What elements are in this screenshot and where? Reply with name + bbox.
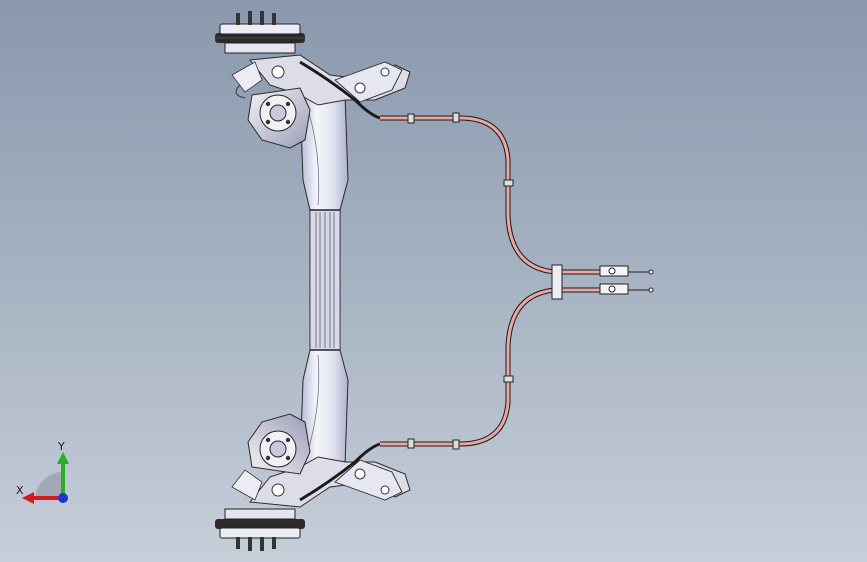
triad-icon <box>22 452 69 504</box>
cable-equalizer <box>551 264 654 300</box>
x-axis-label: X <box>16 484 24 497</box>
y-axis-label: Y <box>58 440 65 453</box>
lower-brake-cable <box>299 287 610 502</box>
upper-brake-cable <box>299 60 610 275</box>
twist-beam <box>299 94 349 466</box>
upper-brake-drum <box>215 11 305 54</box>
lower-wheel-hub <box>247 413 311 475</box>
upper-wheel-hub <box>247 87 311 149</box>
lower-brake-drum <box>215 508 305 551</box>
orientation-triad: X Y <box>10 440 80 510</box>
